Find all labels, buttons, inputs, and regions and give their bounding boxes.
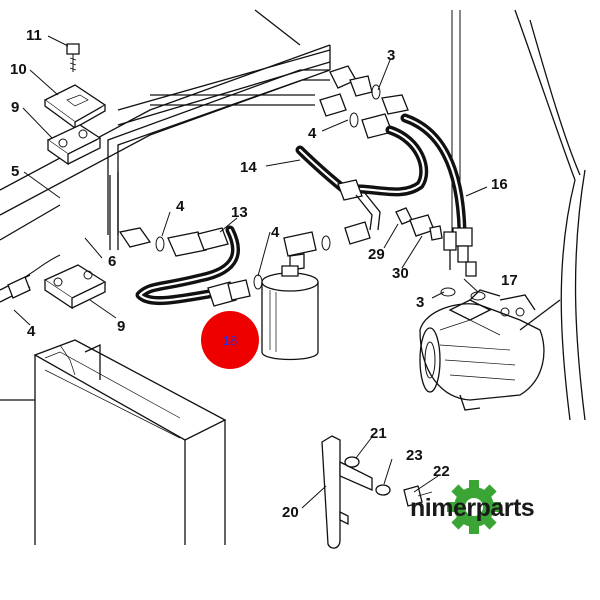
watermark: nimerparts <box>410 480 535 534</box>
hardware-21-23-22 <box>344 456 433 507</box>
callout-4-receiver: 4 <box>271 224 280 241</box>
receiver-drier-18 <box>261 265 319 361</box>
callout-20: 20 <box>282 504 299 521</box>
callout-6: 6 <box>108 253 116 270</box>
highlight-circle[interactable] <box>201 311 259 369</box>
callout-5: 5 <box>11 163 19 180</box>
pipe-fitting-left <box>7 254 61 299</box>
clamp-half-9-upper <box>46 124 102 166</box>
callout-3-upper: 3 <box>387 47 395 64</box>
hose-16 <box>400 113 477 277</box>
o-rings-3-17 <box>440 287 486 301</box>
clamp-half-9-lower <box>43 264 107 310</box>
callout-11: 11 <box>26 27 42 44</box>
hose-13 <box>135 225 251 307</box>
highlight-label[interactable]: 18 <box>223 333 237 348</box>
clamp-plate-10 <box>43 84 107 130</box>
callout-30: 30 <box>392 265 409 282</box>
fitting-3-upper <box>329 65 409 115</box>
bracket-20 <box>321 435 373 549</box>
condenser-block <box>0 339 227 545</box>
callout-10: 10 <box>10 61 27 78</box>
valve-29-30 <box>395 207 443 241</box>
callout-9-lower: 9 <box>117 318 125 335</box>
callout-14: 14 <box>240 159 257 176</box>
compressor <box>419 289 545 411</box>
callout-4-upper: 4 <box>308 125 317 142</box>
callout-4-mid: 4 <box>176 198 185 215</box>
callout-4-left: 4 <box>27 323 36 340</box>
callout-3-lower: 3 <box>416 294 424 311</box>
metal-pipes <box>107 69 330 248</box>
callout-13: 13 <box>231 204 248 221</box>
hose-14 <box>295 125 429 245</box>
callout-17: 17 <box>501 272 518 289</box>
callout-22: 22 <box>433 463 450 480</box>
highlight-marker-18[interactable]: 18 <box>201 311 259 369</box>
fitting-4-upper <box>319 93 393 139</box>
bolt-11 <box>66 43 80 72</box>
callout-21: 21 <box>370 425 387 442</box>
callout-16: 16 <box>491 176 508 193</box>
watermark-text: nimerparts <box>410 494 534 522</box>
leader-lines <box>13 35 488 509</box>
callout-23: 23 <box>406 447 423 464</box>
callout-9-upper: 9 <box>11 99 19 116</box>
callout-29: 29 <box>368 246 385 263</box>
